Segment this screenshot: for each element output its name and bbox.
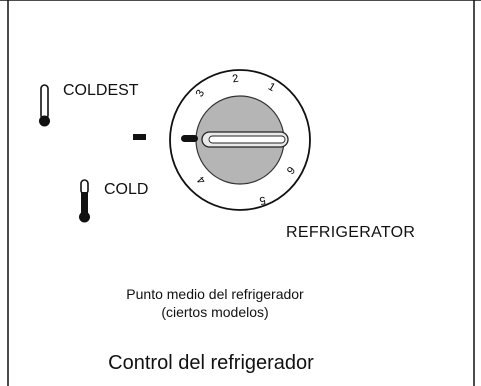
midpoint-marker	[133, 134, 146, 140]
dial-number-3: 3	[194, 88, 207, 99]
dial-pointer	[181, 135, 198, 142]
thermometer-cold-icon	[79, 179, 90, 223]
midpoint-text-line-1: Punto medio del refrigerador	[126, 286, 304, 302]
cold-label: COLD	[104, 181, 149, 198]
dial-grip-inner	[208, 135, 286, 144]
coldest-label: COLDEST	[63, 82, 139, 99]
refrigerator-label: REFRIGERATOR	[286, 224, 416, 241]
temperature-dial: 1 2 3 4 5 6	[169, 69, 311, 211]
dial-number-2: 2	[231, 73, 239, 86]
midpoint-text-line-2: (ciertos modelos)	[161, 304, 269, 320]
dial-number-1: 1	[266, 81, 277, 94]
figure-caption: Control del refrigerador	[108, 352, 314, 374]
dial-number-5: 5	[258, 194, 266, 207]
thermometer-coldest-icon	[39, 84, 50, 127]
